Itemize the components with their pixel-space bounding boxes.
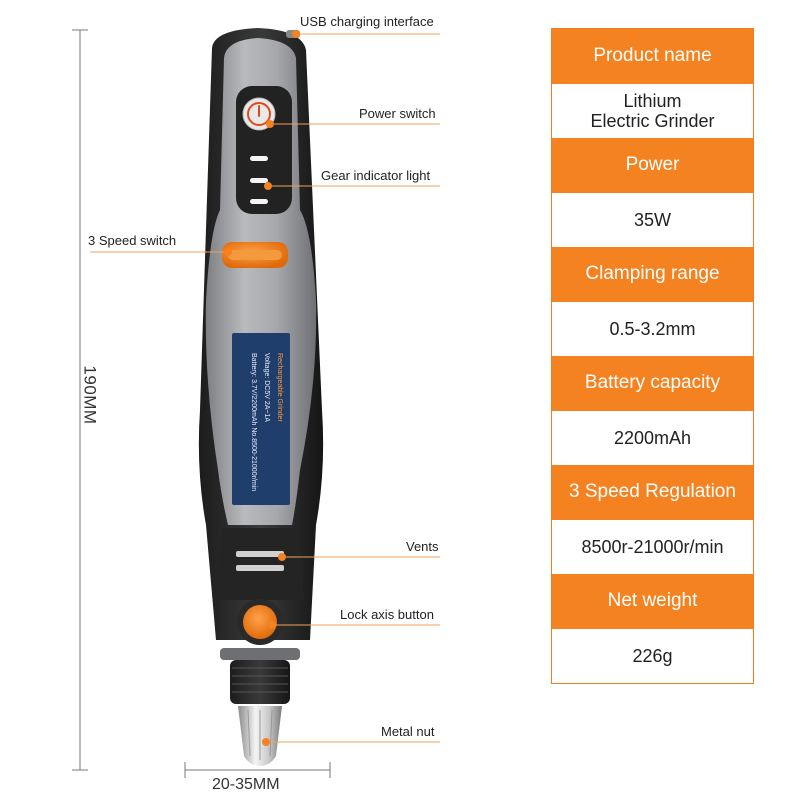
power-switch-label: Power switch	[359, 106, 436, 121]
callout-dots	[224, 30, 300, 746]
vents-band	[216, 528, 304, 600]
callout-lines	[90, 33, 440, 743]
spec-header-net-weight: Net weight	[552, 574, 753, 629]
label-plate-text: Rechargeable Grinder Voltage: DC5V 2A~1A…	[238, 353, 286, 521]
speed-switch-label: 3 Speed switch	[88, 233, 177, 248]
spec-header-product-name: Product name	[552, 29, 753, 84]
thread-band	[230, 660, 290, 704]
label-plate-line1: Rechargeable Grinder	[276, 353, 283, 422]
spec-value-line: Lithium	[623, 90, 682, 111]
spec-value-net-weight: 226g	[552, 628, 753, 683]
grinder-illustration	[72, 28, 440, 778]
label-plate-line2: Voltage: DC5V 2A~1A	[263, 353, 270, 423]
spec-value-speed-regulation: 8500r-21000r/min	[552, 519, 753, 574]
width-dimension: 20-35MM	[212, 776, 280, 793]
spec-value-power: 35W	[552, 192, 753, 247]
gear-light-1	[250, 156, 268, 161]
vents-label: Vents	[406, 539, 439, 554]
lock-axis-label: Lock axis button	[340, 607, 434, 622]
spec-value-line: Electric Grinder	[590, 110, 715, 131]
gear-indicator-label: Gear indicator light	[321, 168, 431, 183]
height-dimension-guide	[72, 29, 88, 771]
width-dimension-guide	[184, 762, 331, 778]
spec-table: Product name Lithium Electric Grinder Po…	[551, 28, 754, 684]
length-dimension: 190MM	[80, 365, 100, 425]
spec-header-clamping-range: Clamping range	[552, 247, 753, 302]
spec-value-clamping-range: 0.5-3.2mm	[552, 301, 753, 356]
vent-slot-2	[236, 565, 284, 571]
spec-header-battery-capacity: Battery capacity	[552, 356, 753, 411]
label-plate-bg	[232, 333, 290, 505]
collar-ring	[220, 648, 300, 660]
gear-light-3	[250, 199, 268, 204]
gear-light-2	[250, 178, 268, 183]
product-diagram: Rechargeable Grinder Voltage: DC5V 2A~1A…	[72, 14, 440, 793]
label-plate-line3: Battery: 3.7V/2200mAh No.8500-21000r/min	[250, 353, 257, 492]
usb-charging-label: USB charging interface	[300, 14, 434, 29]
vent-slot-1	[236, 551, 284, 557]
spec-header-speed-regulation: 3 Speed Regulation	[552, 465, 753, 520]
spec-value-battery-capacity: 2200mAh	[552, 410, 753, 465]
metal-nut-label: Metal nut	[381, 724, 435, 739]
spec-value-product-name: Lithium Electric Grinder	[552, 83, 753, 138]
spec-header-power: Power	[552, 138, 753, 193]
